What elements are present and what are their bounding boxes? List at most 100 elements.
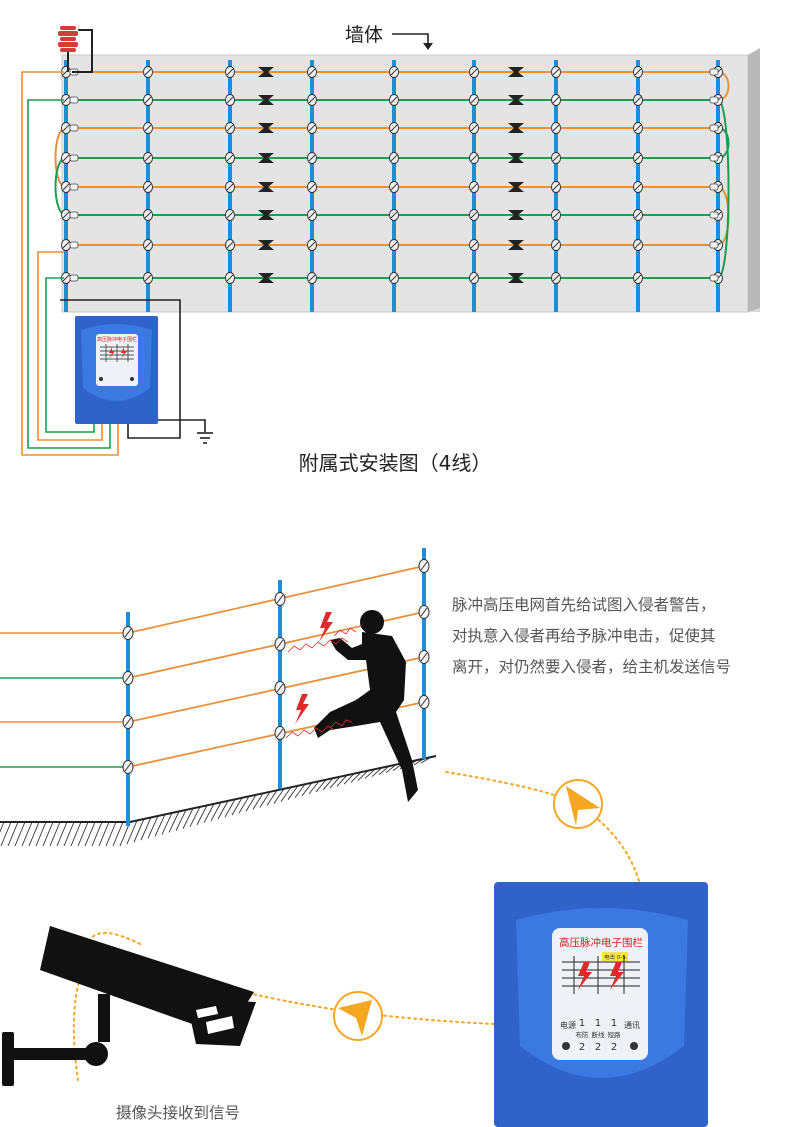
description-line-1: 脉冲高压电网首先给试图入侵者警告，: [452, 596, 716, 614]
wall-label: 墙体: [345, 24, 383, 46]
tensioner-icon: [69, 274, 79, 282]
hatch-line: [273, 788, 285, 804]
hatch-line: [28, 821, 40, 847]
hatch-line: [154, 814, 166, 837]
hatch-line: [140, 817, 152, 841]
hatch-line: [14, 821, 26, 847]
hatch-line: [210, 802, 222, 822]
tensioner-icon: [709, 274, 719, 282]
wire-support-icon: [258, 123, 274, 133]
hatch-line: [98, 821, 110, 847]
hatch-line: [112, 821, 124, 847]
hatch-line: [350, 771, 362, 783]
left-wires: [0, 632, 128, 768]
zone-label: 布防: [576, 1030, 590, 1039]
hatch-line: [203, 803, 215, 824]
intrusion-scene: 脉冲高压电网首先给试图入侵者警告， 对执意入侵者再给予脉冲电击，促使其 离开，对…: [0, 548, 731, 1127]
wire-support-icon: [508, 123, 524, 133]
hatch-line: [175, 809, 187, 831]
wire-support-icon: [508, 210, 524, 220]
hatch-line: [287, 785, 299, 800]
tensioner-icon: [69, 96, 79, 104]
shock-zigzag: [285, 627, 357, 739]
hatch-line: [126, 820, 138, 845]
hatch-line: [35, 821, 47, 847]
hatch-line: [7, 821, 19, 847]
description-line-2: 对执意入侵者再给予脉冲电击，促使其: [452, 626, 716, 645]
tensioner-icon: [709, 124, 719, 132]
hatch-line: [189, 806, 201, 827]
tensioner-icon: [69, 241, 79, 249]
diagram-caption: 附属式安装图（4线）: [299, 451, 492, 475]
top-insulators: [258, 67, 524, 283]
hatch-line: [259, 791, 271, 808]
hatch-line: [77, 821, 89, 847]
hatch-line: [217, 800, 229, 820]
signal-arrow-icon-2: [333, 991, 383, 1041]
tensioner-icon: [69, 211, 79, 219]
wall-face: [61, 54, 749, 313]
cctv-camera-icon: [2, 926, 256, 1086]
wire-support-icon: [258, 67, 274, 77]
wire-support-icon: [508, 153, 524, 163]
hatch-line: [147, 815, 159, 839]
zone-number: 2: [579, 1042, 585, 1053]
hatch-line: [238, 796, 250, 814]
tensioner-icon: [709, 241, 719, 249]
hatch-line: [161, 812, 173, 835]
wire-support-icon: [508, 182, 524, 192]
wire-support-icon: [508, 95, 524, 105]
hatch-line: [343, 773, 355, 785]
hatch-line: [378, 765, 390, 775]
hatch-line: [224, 799, 236, 818]
power-led-icon: [562, 1042, 570, 1050]
hatch-line: [308, 780, 320, 795]
hatch-line: [371, 767, 383, 777]
hatch-line: [364, 768, 376, 779]
hatch-line: [56, 821, 68, 847]
hatch-line: [329, 776, 341, 789]
hatch-line: [49, 821, 61, 847]
hatch-line: [0, 821, 5, 833]
hatch-line: [0, 821, 12, 847]
wire-loop: [717, 99, 730, 279]
zone-number: 2: [595, 1042, 601, 1053]
hatch-line: [21, 821, 33, 847]
hatch-line: [105, 821, 117, 847]
controller-panel: 高压脉冲电子围栏 电击 0-5 电源 通讯 1 1 1 布防 断线 短路 2: [494, 882, 708, 1127]
hatch-line: [322, 777, 334, 791]
hatch-line: [133, 818, 145, 843]
lead-wires: [21, 71, 206, 456]
panel-label-power: 电源: [560, 1020, 576, 1030]
wire-support-icon: [258, 210, 274, 220]
hatch-line: [42, 821, 54, 847]
hatch-line: [294, 783, 306, 799]
zone-number: 2: [611, 1042, 617, 1053]
hatch-line: [252, 793, 264, 810]
tensioner-icon: [709, 211, 719, 219]
lightning-arrester-icon: [58, 26, 93, 73]
shock-bolt-icon: [295, 612, 333, 724]
wire-support-icon: [508, 273, 524, 283]
wire-support-icon: [258, 95, 274, 105]
panel-title: 高压脉冲电子围栏: [559, 936, 643, 949]
zone-label: 短路: [608, 1030, 622, 1039]
description-line-3: 离开，对仍然要入侵者，给主机发送信号: [452, 658, 731, 676]
hatch-line: [91, 821, 103, 847]
tensioner-icon: [69, 124, 79, 132]
hatch-line: [245, 794, 257, 812]
hatch-line: [63, 821, 75, 847]
hatch-line: [168, 811, 180, 833]
wire-support-icon: [508, 240, 524, 250]
panel-label-comm: 通讯: [624, 1020, 640, 1030]
wire-support-icon: [258, 153, 274, 163]
hatch-line: [266, 790, 278, 806]
hatch-line: [301, 782, 313, 797]
wall-edge: [748, 48, 760, 312]
wire-support-icon: [258, 273, 274, 283]
hatch-line: [357, 770, 369, 781]
hatch-line: [70, 821, 82, 847]
tensioner-icon: [709, 154, 719, 162]
wire-support-icon: [258, 240, 274, 250]
